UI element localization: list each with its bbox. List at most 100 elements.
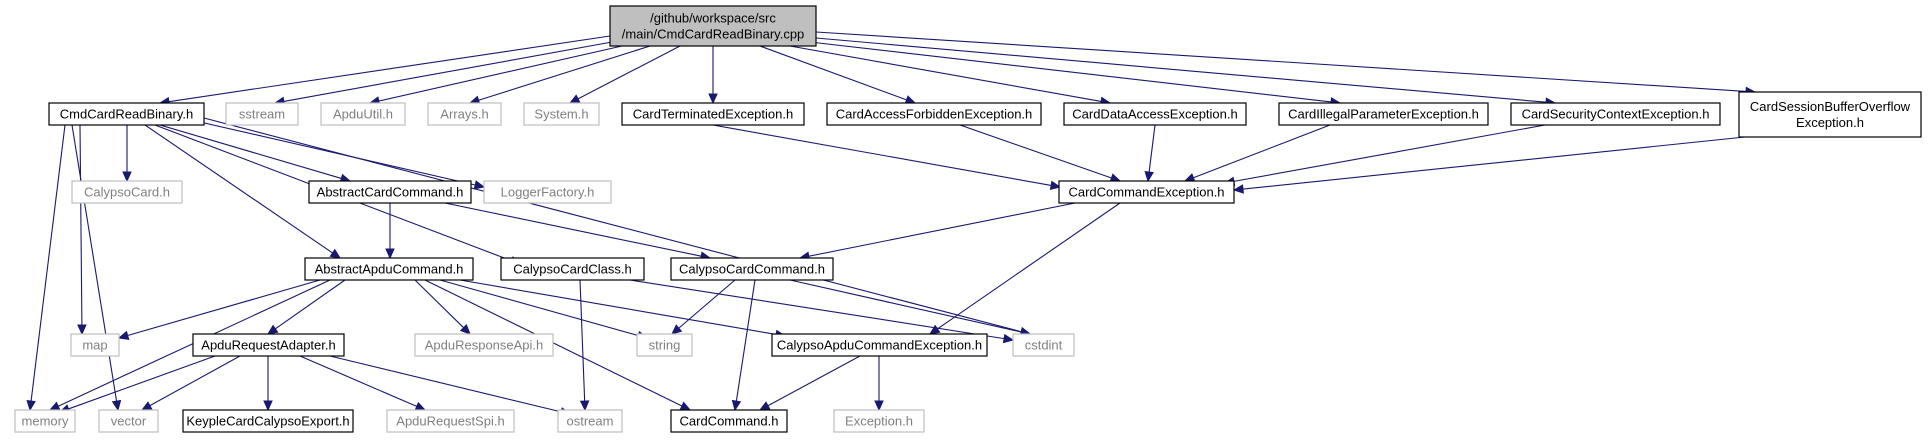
edges-layer — [26, 31, 1757, 417]
arrowhead — [111, 399, 122, 412]
node-AbstractCardCommand-h[interactable]: AbstractCardCommand.h — [308, 180, 472, 204]
node-label: CalypsoCardClass.h — [513, 262, 632, 277]
node-cstdint[interactable]: cstdint — [1012, 333, 1075, 357]
arrowhead — [26, 399, 36, 412]
node-label: sstream — [239, 107, 285, 122]
node-CardAccessForbiddenException-h[interactable]: CardAccessForbiddenException.h — [826, 102, 1042, 126]
node-CardCommandException-h[interactable]: CardCommandException.h — [1058, 180, 1235, 204]
edge-root-to-CardSessionBufferOverflowException_h — [815, 31, 1757, 97]
node-label: ApduResponseApi.h — [425, 338, 544, 353]
edge-CalypsoCardClass_h-to-ostream — [579, 279, 590, 412]
node-CalypsoApduCommandException-h[interactable]: CalypsoApduCommandException.h — [771, 333, 988, 357]
node-map[interactable]: map — [70, 333, 120, 357]
edge-line — [678, 279, 736, 329]
node-vector[interactable]: vector — [98, 409, 159, 433]
edge-AbstractCardCommand_h-to-CalypsoCardCommand_h — [444, 202, 712, 261]
edge-root-to-CardDataAccessException_h — [789, 45, 1112, 107]
node-Arrays-h[interactable]: Arrays.h — [427, 102, 502, 126]
node-ApduRequestAdapter-h[interactable]: ApduRequestAdapter.h — [192, 333, 345, 357]
node-label: ostream — [567, 414, 614, 429]
edge-line — [144, 124, 333, 254]
node-label: KeypleCardCalypsoExport.h — [186, 414, 349, 429]
edge-line — [1148, 124, 1156, 173]
edge-root-to-CardTerminatedException_h — [708, 46, 718, 105]
node-label: Arrays.h — [440, 107, 488, 122]
node-KeypleCardCalypsoExport-h[interactable]: KeypleCardCalypsoExport.h — [182, 409, 354, 433]
node-CalypsoCardCommand-h[interactable]: CalypsoCardCommand.h — [670, 257, 834, 281]
node-LoggerFactory-h[interactable]: LoggerFactory.h — [483, 180, 612, 204]
edge-line — [68, 355, 216, 410]
node-box — [192, 333, 345, 357]
node-CardCommand-h[interactable]: CardCommand.h — [670, 409, 788, 433]
arrowhead — [266, 324, 279, 335]
arrowhead — [1183, 173, 1196, 183]
edge-line — [629, 279, 1005, 340]
node-box — [826, 102, 1042, 126]
node-box — [1278, 102, 1489, 126]
node-AbstractApduCommand-h[interactable]: AbstractApduCommand.h — [304, 257, 474, 281]
edge-line — [414, 279, 464, 329]
edge-line — [459, 279, 777, 336]
node-label: CalypsoApduCommandException.h — [777, 338, 982, 353]
node-CardDataAccessException-h[interactable]: CardDataAccessException.h — [1063, 102, 1247, 126]
node-box — [427, 102, 502, 126]
edge-line — [168, 35, 611, 103]
edge-line — [735, 279, 756, 402]
arrowhead — [122, 171, 132, 183]
edge-line — [127, 279, 321, 337]
node-label: CardDataAccessException.h — [1072, 107, 1237, 122]
node-memory[interactable]: memory — [14, 409, 76, 433]
node-string[interactable]: string — [636, 333, 693, 357]
edge-CalypsoApduCommandException_h-to-Exception_h — [874, 356, 884, 412]
node-box — [523, 102, 600, 126]
node-box — [636, 333, 693, 357]
edge-CardTerminatedException_h-to-CardCommandException_h — [712, 124, 1062, 191]
node-CardTerminatedException-h[interactable]: CardTerminatedException.h — [621, 102, 805, 126]
node-box — [320, 102, 406, 126]
node-CmdCardReadBinary-h[interactable]: CmdCardReadBinary.h — [48, 102, 205, 126]
node-ApduUtil-h[interactable]: ApduUtil.h — [320, 102, 406, 126]
node-box — [609, 5, 817, 47]
node-box — [225, 102, 299, 126]
node-label: map — [82, 338, 107, 353]
arrowhead — [1232, 184, 1244, 194]
node-box — [182, 409, 354, 433]
node-ApduResponseApi-h[interactable]: ApduResponseApi.h — [414, 333, 554, 357]
node-label: CardIllegalParameterException.h — [1288, 107, 1479, 122]
edge-ApduRequestAdapter_h-to-memory — [58, 355, 216, 414]
node-label: CardCommandException.h — [1068, 185, 1224, 200]
edge-line — [712, 124, 1052, 186]
edge-line — [1242, 136, 1746, 190]
edge-line — [30, 124, 66, 402]
edge-line — [809, 41, 1332, 103]
node-CalypsoCardClass-h[interactable]: CalypsoCardClass.h — [500, 257, 645, 281]
node-box — [1012, 333, 1075, 357]
node-box — [670, 257, 834, 281]
edge-ApduRequestAdapter_h-to-KeypleCardCalypsoExport_h — [263, 356, 273, 412]
arrowhead — [329, 248, 342, 259]
edge-line — [759, 45, 907, 101]
arrowhead — [140, 401, 153, 411]
edge-CalypsoApduCommandException_h-to-CardCommand_h — [758, 355, 861, 411]
edge-ApduRequestAdapter_h-to-ostream — [329, 355, 572, 417]
node-box — [386, 409, 515, 433]
node-ApduRequestSpi-h[interactable]: ApduRequestSpi.h — [386, 409, 515, 433]
edge-line — [329, 355, 562, 413]
node-CardIllegalParameterException-h[interactable]: CardIllegalParameterException.h — [1278, 102, 1489, 126]
node-label: ApduRequestSpi.h — [396, 414, 504, 429]
node-ostream[interactable]: ostream — [557, 409, 623, 433]
arrowhead — [414, 401, 427, 411]
node-CalypsoCard-h[interactable]: CalypsoCard.h — [71, 180, 183, 204]
node-root[interactable]: /github/workspace/src/main/CmdCardReadBi… — [609, 5, 817, 47]
node-Exception-h[interactable]: Exception.h — [833, 409, 925, 433]
edge-AbstractApduCommand_h-to-map — [117, 279, 321, 340]
arrowhead — [459, 323, 471, 335]
node-CardSecurityContextException-h[interactable]: CardSecurityContextException.h — [1510, 102, 1721, 126]
arrowhead — [671, 324, 683, 335]
node-System-h[interactable]: System.h — [523, 102, 600, 126]
node-box — [414, 333, 554, 357]
node-box — [1738, 91, 1922, 138]
node-box — [500, 257, 645, 281]
node-sstream[interactable]: sstream — [225, 102, 299, 126]
